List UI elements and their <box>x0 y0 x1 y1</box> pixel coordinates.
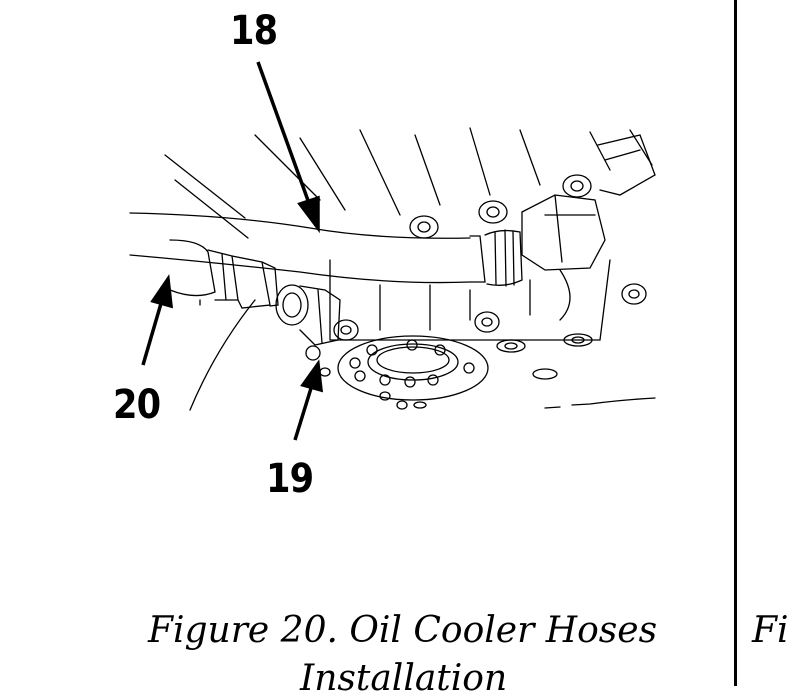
callout-19: 19 <box>266 456 314 502</box>
figure-caption-line1: Figure 20. Oil Cooler Hoses <box>148 610 658 651</box>
callout-20: 20 <box>113 382 161 428</box>
next-figure-caption-fragment: Fi <box>752 610 789 651</box>
figure-caption-line2: Installation <box>300 658 508 699</box>
column-divider <box>734 0 737 686</box>
callout-18: 18 <box>230 8 278 54</box>
